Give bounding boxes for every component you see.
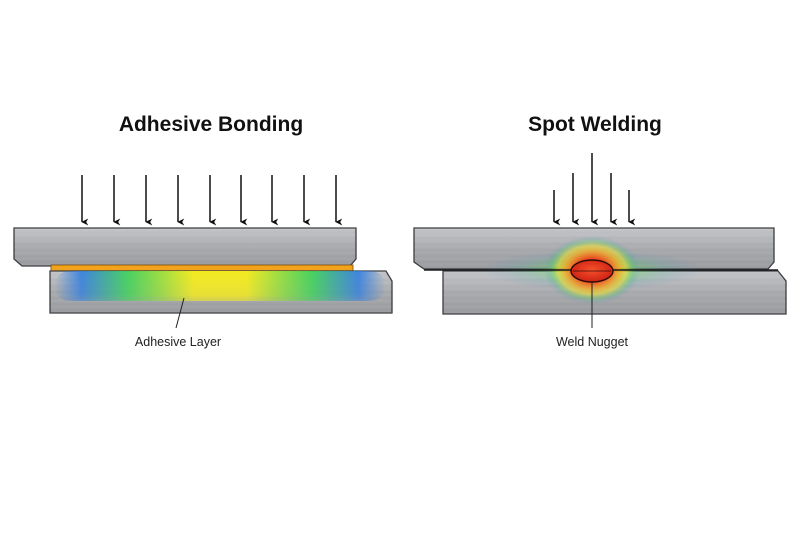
adhesive-leader-line: [175, 297, 185, 329]
adhesive-layer-label: Adhesive Layer: [135, 335, 221, 349]
welding-force-arrows: [553, 153, 636, 226]
weld-nugget-label: Weld Nugget: [556, 335, 629, 349]
adhesive-bonding-panel: Adhesive Bonding: [13, 113, 393, 349]
adhesive-bonding-title: Adhesive Bonding: [119, 113, 303, 136]
adhesive-force-arrows: [81, 175, 343, 226]
adhesive-layer-strip: [50, 264, 354, 272]
spot-welding-title: Spot Welding: [528, 113, 662, 136]
adhesive-top-plate: [13, 227, 357, 267]
spot-welding-panel: Spot Welding Weld Nugg: [413, 113, 787, 349]
adhesive-stress-distribution: [55, 271, 385, 301]
